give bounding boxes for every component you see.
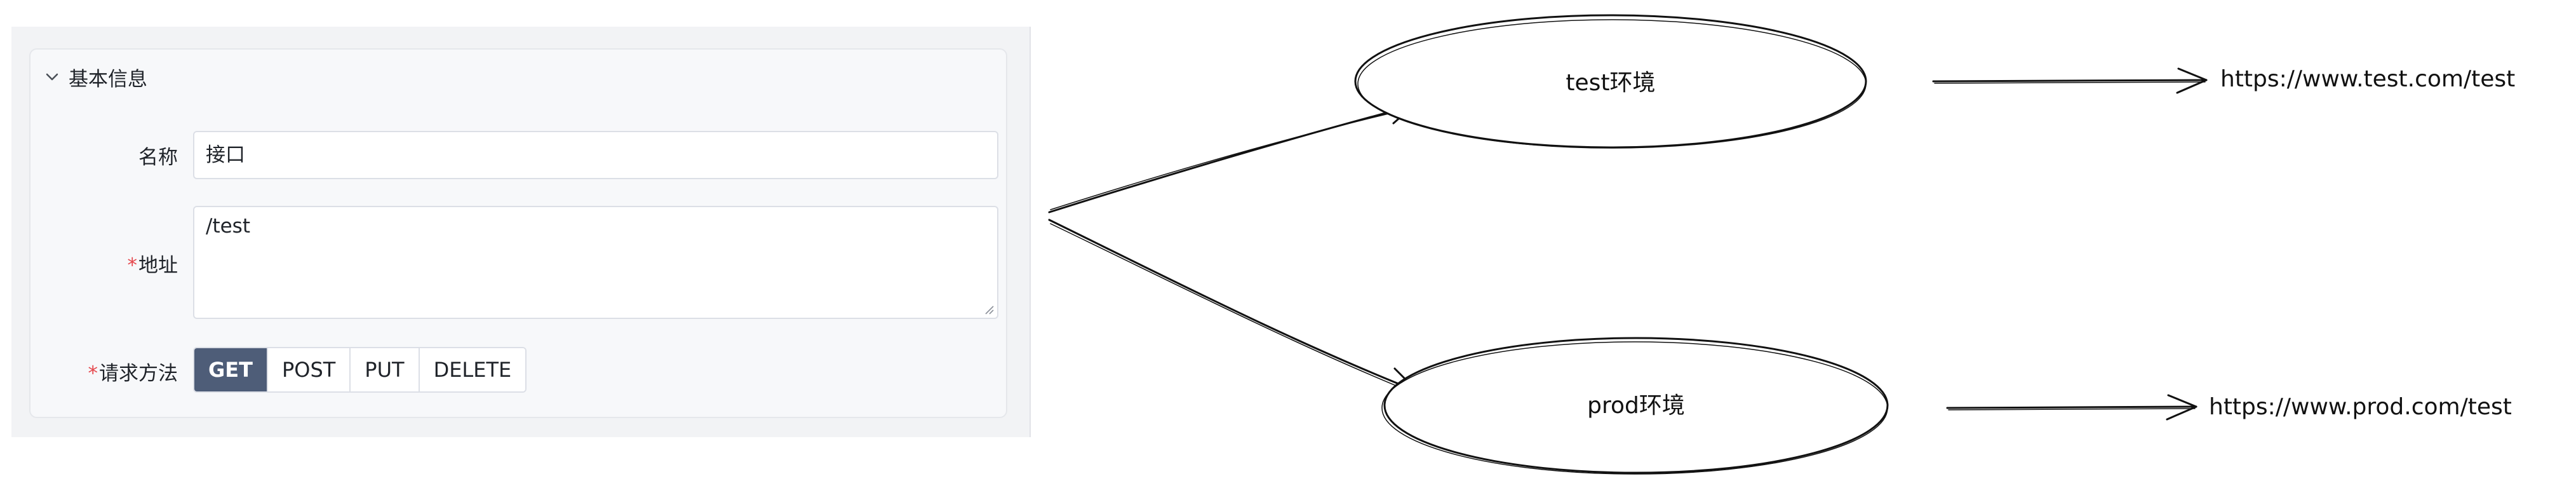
- required-mark: *: [127, 254, 138, 277]
- address-value: /test: [206, 215, 250, 238]
- test-env-label: test环境: [1566, 70, 1655, 96]
- method-label-text: 请求方法: [99, 362, 178, 385]
- test-url-label: https://www.test.com/test: [2220, 66, 2515, 92]
- prod-url-label: https://www.prod.com/test: [2209, 394, 2512, 420]
- section-title: 基本信息: [69, 67, 147, 91]
- arrow-test-to-url: [1932, 67, 2208, 94]
- prod-env-label: prod环境: [1587, 393, 1685, 419]
- method-post-button[interactable]: POST: [267, 348, 351, 391]
- method-get-button[interactable]: GET: [194, 348, 268, 391]
- resize-handle-icon[interactable]: [982, 302, 995, 315]
- arrow-prod-to-url: [1946, 394, 2197, 421]
- address-textarea[interactable]: /test: [193, 206, 998, 319]
- method-delete-button[interactable]: DELETE: [419, 348, 526, 391]
- name-input-value: 接口: [206, 144, 245, 166]
- address-label: *地址: [44, 249, 178, 278]
- name-label-text: 名称: [138, 146, 178, 169]
- arrow-to-test-env: [1048, 97, 1415, 214]
- method-label: *请求方法: [44, 357, 178, 386]
- chevron-down-icon[interactable]: [44, 69, 60, 85]
- address-label-text: 地址: [138, 254, 178, 277]
- section-header[interactable]: 基本信息: [44, 62, 147, 92]
- method-put-button[interactable]: PUT: [351, 348, 420, 391]
- arrow-to-prod-env: [1048, 219, 1419, 396]
- required-mark: *: [88, 362, 98, 385]
- test-env-node: test环境: [1354, 14, 1867, 149]
- prod-env-node: prod环境: [1381, 337, 1889, 475]
- name-input[interactable]: 接口: [193, 131, 998, 179]
- method-button-group: GET POST PUT DELETE: [193, 347, 527, 393]
- name-label: 名称: [44, 141, 178, 170]
